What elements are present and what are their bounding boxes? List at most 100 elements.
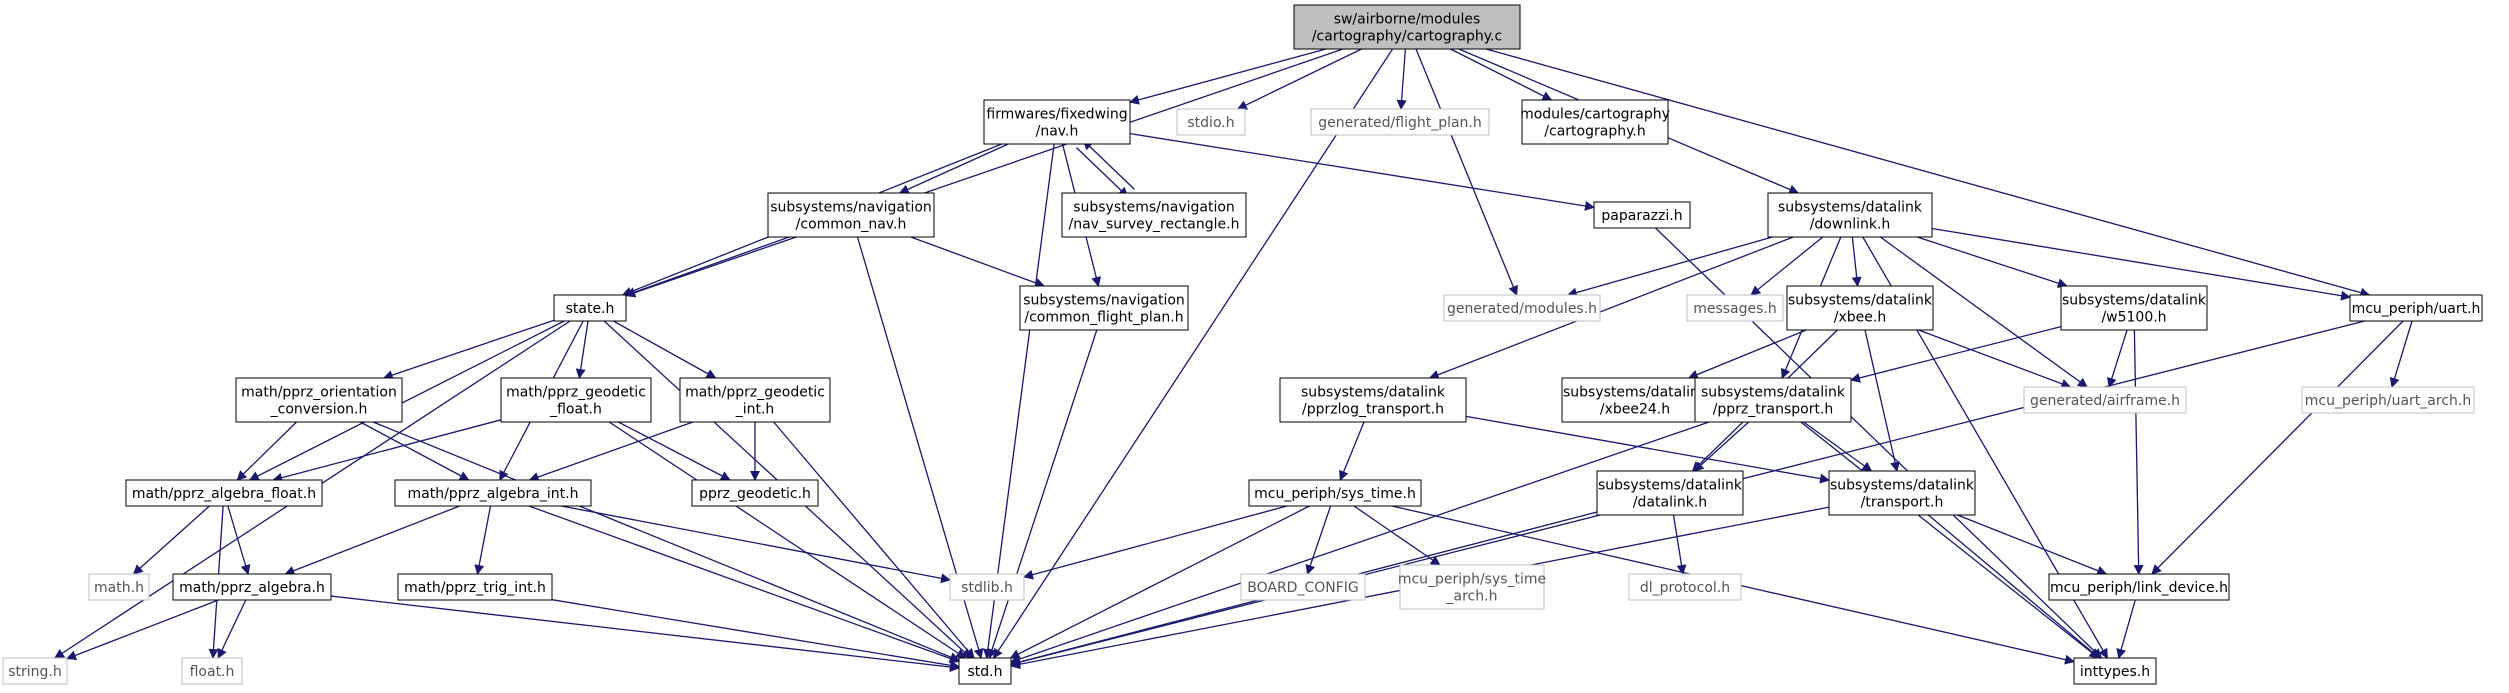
node-xbee24-h[interactable]: subsystems/datalink/xbee24.h xyxy=(1561,377,1709,423)
edge-state_h-to-orient_h xyxy=(382,319,555,380)
edge-sys_time_h-to-stdlib_h xyxy=(1023,505,1288,580)
edge-root-to-modules_h xyxy=(1415,48,1518,296)
node-label-line: mcu_periph/sys_time xyxy=(1398,572,1546,588)
node-layer: sw/airborne/modules/cartography/cartogra… xyxy=(2,4,2483,685)
node-box xyxy=(1786,285,1934,331)
edge-uart_h-to-uart_arch_h xyxy=(2389,320,2413,388)
node-box xyxy=(1061,192,1247,238)
node-box xyxy=(1443,294,1601,322)
node-label-line: std.h xyxy=(968,664,1003,680)
node-nav-survey-h[interactable]: subsystems/navigation/nav_survey_rectang… xyxy=(1061,192,1247,238)
edge-state_h-to-alg_float_h xyxy=(248,320,565,481)
edge-downlink_h-to-uart_h xyxy=(1931,227,2351,301)
node-box xyxy=(983,99,1131,145)
node-paparazzi-h[interactable]: paparazzi.h xyxy=(1593,201,1691,229)
edge-w5100_h-to-pprz_tr_h xyxy=(1850,325,2062,383)
edge-pprz_tr_h-to-datalink_h xyxy=(1693,421,1750,472)
node-label-line: /downlink.h xyxy=(1810,217,1891,233)
edge-sys_time_h-to-sys_time_arch_h xyxy=(1353,505,1441,566)
node-dl-protocol-h: dl_protocol.h xyxy=(1628,573,1742,601)
node-label-line: modules/cartography xyxy=(1520,107,1670,123)
node-common-fp-h[interactable]: subsystems/navigation/common_flight_plan… xyxy=(1019,285,1189,331)
node-uart-h[interactable]: mcu_periph/uart.h xyxy=(2349,294,2483,322)
node-airframe-h: generated/airframe.h xyxy=(2023,386,2187,414)
node-state-h[interactable]: state.h xyxy=(553,294,627,322)
node-link-device-h[interactable]: mcu_periph/link_device.h xyxy=(2048,573,2230,601)
edge-pprzlog_h-to-transport_h xyxy=(1465,415,1830,484)
node-label-line: /xbee.h xyxy=(1834,310,1886,326)
edge-common_fp_h-to-std_h xyxy=(987,329,1098,659)
node-label-line: /xbee24.h xyxy=(1600,402,1670,418)
node-label-line: /transport.h xyxy=(1861,495,1944,511)
node-box xyxy=(1686,294,1784,322)
edge-state_h-to-geo_float_h xyxy=(575,320,589,379)
node-label-line: _conversion.h xyxy=(270,402,368,418)
node-box xyxy=(1310,108,1490,136)
node-box xyxy=(679,377,831,423)
node-label-line: /w5100.h xyxy=(2101,310,2166,326)
node-label-line: math.h xyxy=(94,580,144,596)
edge-downlink_h-to-xbee_h xyxy=(1851,236,1862,287)
edge-state_h-to-geo_int_h xyxy=(612,320,717,379)
node-box xyxy=(2048,573,2230,601)
node-label-line: /common_flight_plan.h xyxy=(1024,310,1183,326)
edge-geo_float_h-to-alg_float_h xyxy=(272,419,502,483)
node-root: sw/airborne/modules/cartography/cartogra… xyxy=(1293,4,1521,50)
node-label-line: stdlib.h xyxy=(961,580,1013,596)
node-label-line: mcu_periph/uart.h xyxy=(2352,301,2481,317)
edge-root-to-std_h xyxy=(992,48,1394,659)
node-box xyxy=(235,377,403,423)
node-label-line: string.h xyxy=(8,664,62,680)
node-label-line: subsystems/datalink xyxy=(1778,200,1923,216)
node-geodetic-h[interactable]: pprz_geodetic.h xyxy=(691,479,819,507)
node-transport-h[interactable]: subsystems/datalink/transport.h xyxy=(1828,470,1976,516)
node-nav-h[interactable]: firmwares/fixedwing/nav.h xyxy=(983,99,1131,145)
edge-pprz_tr_h-to-std_h xyxy=(1010,421,1710,664)
node-label-line: generated/flight_plan.h xyxy=(1318,115,1482,131)
node-pprz-tr-h[interactable]: subsystems/datalink/pprz_transport.h xyxy=(1694,377,1852,423)
node-box xyxy=(394,479,592,507)
node-box xyxy=(1399,564,1545,610)
node-alg-int-h[interactable]: math/pprz_algebra_int.h xyxy=(394,479,592,507)
node-box xyxy=(1176,108,1246,136)
node-common-nav-h[interactable]: subsystems/navigation/common_nav.h xyxy=(767,192,935,238)
node-label-line: pprz_geodetic.h xyxy=(699,486,811,502)
node-xbee-h[interactable]: subsystems/datalink/xbee.h xyxy=(1786,285,1934,331)
node-label-line: subsystems/datalink xyxy=(1598,478,1743,494)
node-cartography-h[interactable]: modules/cartography/cartography.h xyxy=(1520,99,1670,145)
node-algebra-h[interactable]: math/pprz_algebra.h xyxy=(172,573,332,601)
node-label-line: math/pprz_trig_int.h xyxy=(404,580,546,596)
edge-orient_h-to-std_h xyxy=(372,421,960,662)
node-box xyxy=(2073,657,2157,685)
node-alg-float-h[interactable]: math/pprz_algebra_float.h xyxy=(125,479,323,507)
node-geo-int-h[interactable]: math/pprz_geodetic_int.h xyxy=(679,377,831,423)
node-orient-h[interactable]: math/pprz_orientation_conversion.h xyxy=(235,377,403,423)
edge-transport_h-to-inttypes_h xyxy=(1927,514,2101,659)
node-trig-int-h[interactable]: math/pprz_trig_int.h xyxy=(397,573,553,601)
node-box xyxy=(1561,377,1709,423)
node-downlink-h[interactable]: subsystems/datalink/downlink.h xyxy=(1767,192,1933,238)
node-w5100-h[interactable]: subsystems/datalink/w5100.h xyxy=(2060,285,2208,331)
edge-root-to-nav_h xyxy=(1129,48,1327,105)
edge-downlink_h-to-messages_h xyxy=(1750,236,1824,296)
edge-transport_h-to-link_device_h xyxy=(1957,514,2108,576)
node-label-line: inttypes.h xyxy=(2080,664,2150,680)
node-std-h[interactable]: std.h xyxy=(958,657,1012,685)
node-label-line: /cartography.h xyxy=(1544,124,1645,140)
node-sys-time-h[interactable]: mcu_periph/sys_time.h xyxy=(1248,479,1422,507)
node-geo-float-h[interactable]: math/pprz_geodetic_float.h xyxy=(500,377,652,423)
node-label-line: /datalink.h xyxy=(1633,495,1707,511)
node-stdio-h: stdio.h xyxy=(1176,108,1246,136)
node-box xyxy=(1293,4,1521,50)
edge-link_device_h-to-inttypes_h xyxy=(2116,599,2136,659)
node-pprzlog-h[interactable]: subsystems/datalink/pprzlog_transport.h xyxy=(1279,377,1467,423)
node-label-line: dl_protocol.h xyxy=(1640,580,1730,596)
node-datalink-h[interactable]: subsystems/datalink/datalink.h xyxy=(1596,470,1744,516)
edge-pprz_tr_h-to-inttypes_h xyxy=(1800,421,2100,659)
node-box xyxy=(767,192,935,238)
edge-nav_survey_h-to-nav_h xyxy=(1082,139,1135,190)
node-box xyxy=(2060,285,2208,331)
node-box xyxy=(1593,201,1691,229)
node-box xyxy=(958,657,1012,685)
node-inttypes-h[interactable]: inttypes.h xyxy=(2073,657,2157,685)
